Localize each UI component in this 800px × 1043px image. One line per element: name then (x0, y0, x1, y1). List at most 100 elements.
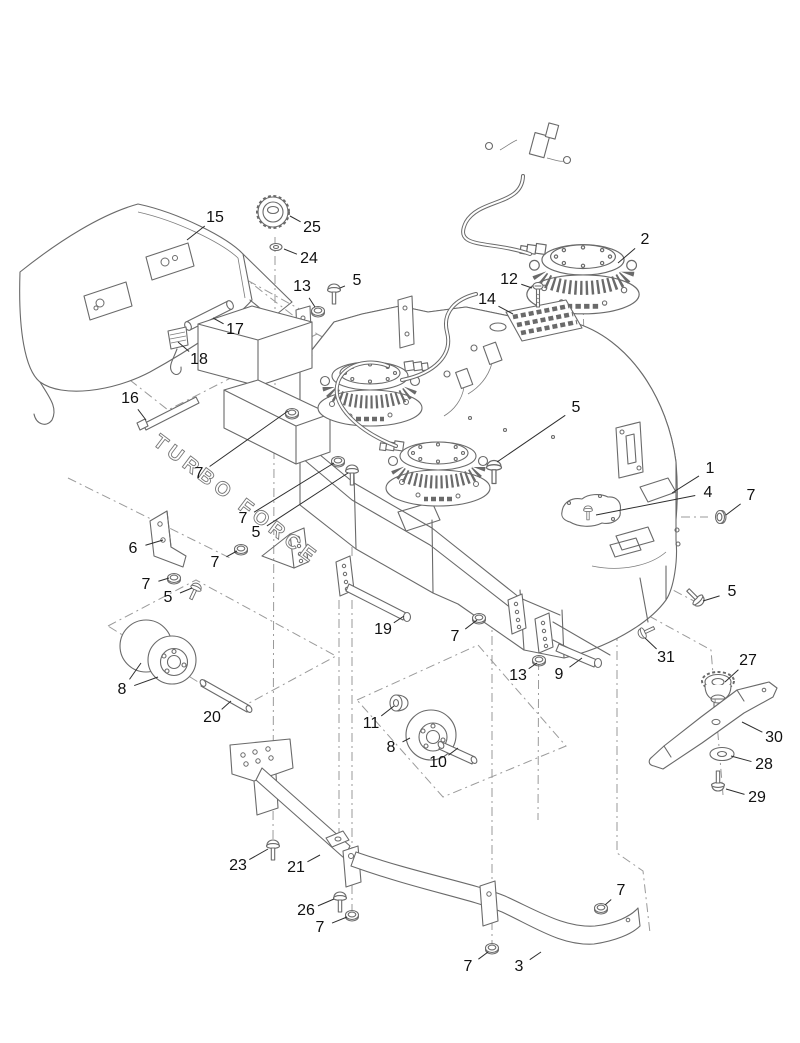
callout-leader (498, 305, 514, 315)
callout-label-8: 8 (118, 681, 127, 698)
callout-leader (528, 662, 538, 670)
callout-leader (308, 297, 316, 308)
callout-leader (253, 462, 335, 513)
callout-leader (266, 472, 349, 527)
callout-leader (177, 341, 190, 352)
callout-leader (496, 414, 566, 463)
vent-grate (505, 299, 583, 342)
callout-label-7: 7 (451, 628, 460, 645)
nut-part-7 (714, 509, 727, 525)
callout-leader (179, 587, 193, 594)
callout-leader (644, 637, 657, 650)
blade-30 (648, 681, 778, 770)
deflector-spring (167, 326, 189, 376)
callout-label-7: 7 (747, 487, 756, 504)
callout-label-17: 17 (226, 321, 244, 338)
callout-label-23: 23 (229, 857, 247, 874)
bolt-part-26 (332, 891, 348, 913)
callout-label-15: 15 (206, 209, 224, 226)
callout-label-7: 7 (617, 882, 626, 899)
callout-label-3: 3 (515, 958, 524, 975)
callout-label-7: 7 (142, 576, 151, 593)
callout-leader (725, 788, 745, 795)
callout-label-13: 13 (293, 278, 311, 295)
callout-label-7: 7 (239, 510, 248, 527)
callout-leader (393, 615, 405, 624)
callout-label-7: 7 (195, 465, 204, 482)
bolt-part-23 (265, 839, 281, 861)
callout-leader (617, 248, 636, 264)
callout-label-8: 8 (387, 739, 396, 756)
bracket-6 (149, 510, 187, 568)
callout-label-5: 5 (728, 583, 737, 600)
callout-leader (380, 705, 395, 717)
callout-leader (221, 700, 232, 710)
chute-hinge-brackets (83, 242, 195, 321)
bolt-part-29 (710, 770, 726, 792)
callout-label-1: 1 (706, 460, 715, 477)
spindle-hub-27 (701, 671, 735, 713)
wire-harness (334, 122, 572, 448)
callout-label-18: 18 (190, 351, 208, 368)
callout-leader (158, 577, 170, 582)
callout-leader (134, 676, 159, 687)
callout-label-16: 16 (121, 390, 139, 407)
bolt-part-5 (326, 283, 342, 305)
callout-label-7: 7 (464, 958, 473, 975)
roller-shaft-20 (199, 679, 253, 713)
callout-label-12: 12 (500, 271, 518, 288)
callout-leader (289, 215, 301, 223)
callout-label-5: 5 (252, 524, 261, 541)
callout-label-5: 5 (572, 399, 581, 416)
rod-19 (345, 583, 412, 623)
roller-left (119, 619, 197, 685)
callout-label-4: 4 (704, 484, 713, 501)
callout-leader (186, 225, 206, 241)
callout-leader (226, 550, 238, 558)
nut-part-7 (330, 455, 346, 468)
callout-leader (448, 747, 459, 756)
callout-leader (464, 619, 478, 630)
callout-label-5: 5 (164, 589, 173, 606)
washer-24 (269, 242, 283, 252)
callout-leader (283, 248, 298, 255)
curved-baffle-3 (350, 851, 641, 945)
callout-label-19: 19 (374, 621, 392, 638)
callout-label-20: 20 (203, 709, 221, 726)
nut-part-7 (284, 407, 300, 420)
callout-leader (569, 657, 583, 668)
rod-9 (555, 643, 603, 669)
callout-label-11: 11 (363, 715, 380, 732)
callout-leader (671, 475, 700, 494)
rod-bolt-16 (136, 396, 200, 431)
callout-leader (209, 410, 289, 467)
callout-leader (604, 899, 612, 906)
callout-leader (595, 495, 696, 516)
wire-connector (528, 132, 551, 159)
callout-label-7: 7 (211, 554, 220, 571)
callout-label-27: 27 (739, 652, 757, 669)
callout-label-21: 21 (287, 859, 305, 876)
callout-label-28: 28 (755, 756, 773, 773)
callout-leader (145, 539, 164, 546)
spacer-bushing-11 (389, 694, 409, 712)
callout-leader (724, 669, 739, 683)
nut-part-7 (166, 572, 182, 585)
callout-label-9: 9 (555, 666, 564, 683)
callout-leader (129, 662, 142, 680)
callout-leader (137, 409, 147, 421)
callout-label-26: 26 (297, 902, 315, 919)
callout-label-6: 6 (129, 540, 138, 557)
callout-leader (317, 898, 335, 907)
callout-label-2: 2 (641, 231, 650, 248)
callout-label-24: 24 (300, 250, 318, 267)
callout-leader (741, 721, 763, 733)
nut-part-13 (310, 305, 326, 318)
callout-leader (249, 848, 269, 861)
nut-part-7 (233, 543, 249, 556)
callout-leader (521, 283, 533, 289)
callout-label-25: 25 (303, 219, 321, 236)
